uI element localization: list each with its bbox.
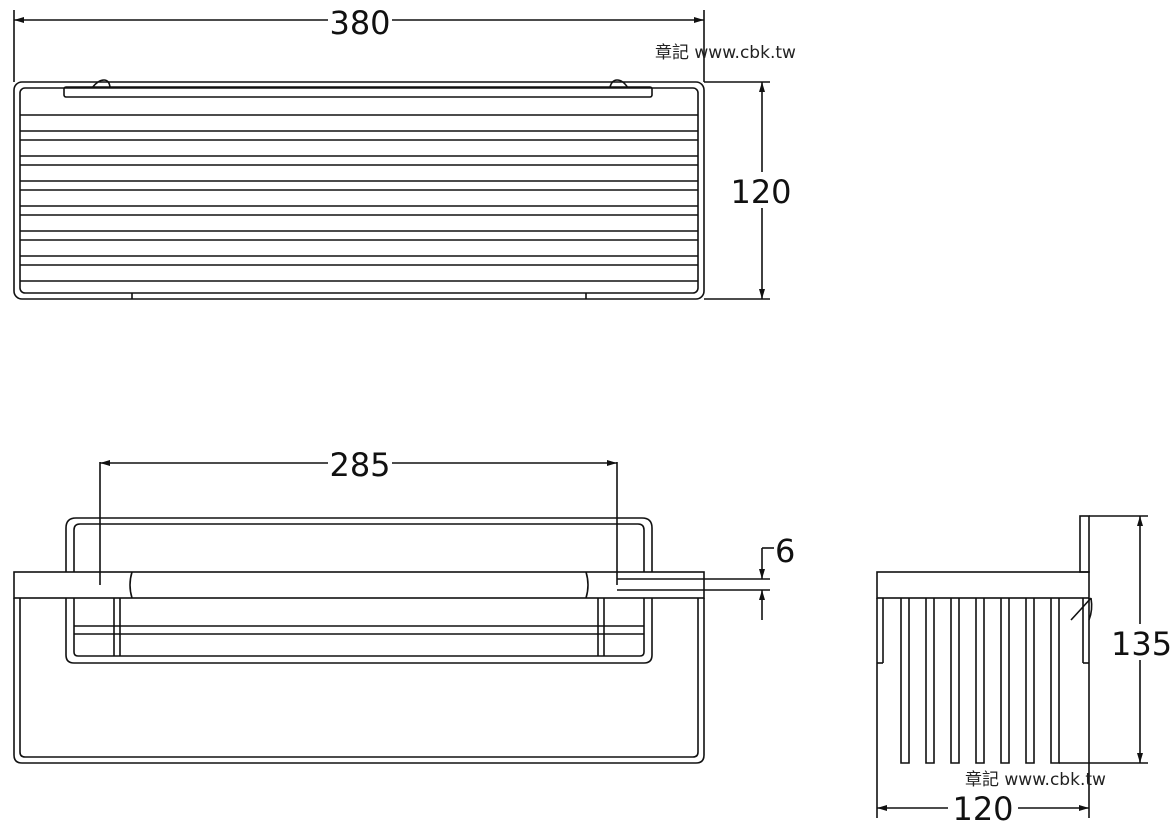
side-view-top-bar: [876, 571, 1090, 599]
dim-label-120-side: 120: [952, 790, 1013, 825]
side-view-back-plate: [1079, 515, 1090, 573]
front-view-back-rail: [65, 517, 653, 572]
front-view-basket: [13, 598, 705, 764]
top-view-slats: [20, 114, 698, 282]
dim-label-285: 285: [329, 446, 390, 484]
watermark-top: 章記 www.cbk.tw: [655, 43, 796, 63]
side-view-fins: [900, 598, 1060, 764]
top-view-outer-frame: [13, 81, 705, 300]
front-view-top-bar: [13, 571, 705, 599]
dim-label-120-top: 120: [730, 173, 791, 211]
dim-label-6: 6: [775, 532, 795, 570]
watermark-bottom: 章記 www.cbk.tw: [965, 770, 1106, 790]
dim-label-380: 380: [329, 4, 390, 42]
front-view: [13, 460, 774, 764]
dim-label-135: 135: [1111, 625, 1171, 663]
